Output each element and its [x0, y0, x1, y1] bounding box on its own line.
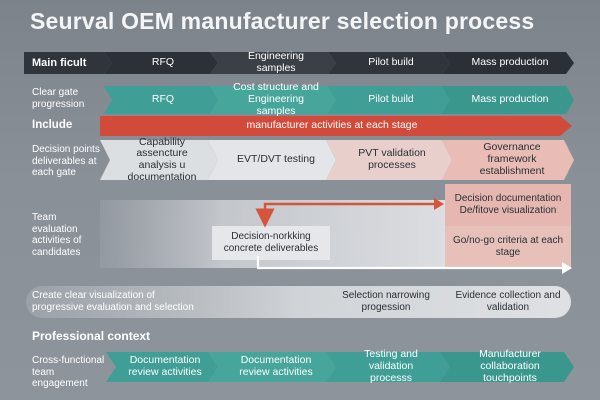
- center-deliverables-text: Decision-norkking concrete deliverables: [223, 231, 319, 254]
- row1-stage-chevron-2: [210, 52, 336, 74]
- context-chevron-4: [440, 352, 574, 382]
- row1-label: Main ficult: [32, 56, 87, 69]
- context-chevron-3: [326, 352, 450, 382]
- diagram-title: Seurval OEM manufacturer selection proce…: [30, 8, 535, 34]
- row4-stage-chevron-2: [208, 140, 336, 180]
- row2-stage-3: Pilot build: [368, 93, 414, 106]
- visualization-label: Create clear visualization of progressiv…: [32, 290, 194, 313]
- team-section-shapes: [100, 184, 572, 274]
- decision-doc-box: [445, 184, 571, 226]
- row4-stage-1: Capability assencture analysis u documen…: [127, 135, 197, 183]
- row2-label: Clear gate progression: [32, 87, 85, 110]
- row4-stage-chevron-1: [100, 140, 218, 180]
- row2-stage-chevron-2: [210, 86, 336, 114]
- context-item-3: Testing and validation processs: [364, 348, 418, 384]
- row2-stage-chevron-4: [442, 86, 574, 114]
- context-label: Cross-functional team engagement: [32, 355, 105, 389]
- stage-row-main-shapes: [24, 52, 574, 74]
- row4-stage-2: EVT/DVT testing: [236, 153, 315, 166]
- context-item-2: Documentation review activities: [239, 354, 313, 378]
- context-item-4: Manufacturer collaboration touchpoints: [479, 348, 541, 384]
- evidence-collection-text: Evidence collection and validation: [455, 290, 561, 313]
- selection-narrowing-text: Selection narrowing progession: [342, 290, 430, 313]
- progress-arrow: [256, 256, 562, 270]
- include-banner-text: manufacturer activities at each stage: [246, 119, 418, 132]
- row2-stage-2: Cost structure and Engineering samples: [233, 81, 319, 117]
- row1-stage-chevron-1: [104, 52, 218, 74]
- row2-stage-4: Mass production: [471, 93, 549, 106]
- include-banner-shape: [100, 116, 572, 136]
- row4-stage-3: PVT validation processes: [358, 147, 426, 171]
- row1-stage-3: Pilot build: [368, 56, 414, 69]
- context-row: Cross-functional team engagement Documen…: [0, 348, 600, 389]
- row4-stage-chevron-3: [326, 140, 452, 180]
- feedback-arrow-head-right: [434, 198, 444, 210]
- context-heading: Professional context: [32, 329, 151, 343]
- context-item-1: Documentation review activities: [128, 354, 202, 378]
- go-no-go-text: Go/no-go criteria at each stage: [452, 235, 564, 258]
- progress-arrow-head: [562, 262, 572, 274]
- row4-stage-4: Governance framework establishment: [479, 141, 545, 177]
- decision-row: Decision points deliverables at each gat…: [0, 135, 600, 183]
- decision-row-shapes: [100, 140, 574, 180]
- include-banner-arrow: [100, 116, 572, 136]
- stage-row-gates: Clear gate progression RFQ Cost structur…: [0, 81, 600, 117]
- row1-stage-chevron-3: [328, 52, 450, 74]
- row4-stage-chevron-4: [442, 140, 574, 180]
- go-no-go-box: [445, 226, 571, 268]
- context-row-shapes: [106, 352, 574, 382]
- row2-stage-chevron-1: [104, 86, 218, 114]
- include-row: Include manufacturer activities at each …: [0, 116, 600, 136]
- context-chevron-2: [208, 352, 336, 382]
- center-deliverables-box: [212, 226, 330, 260]
- row1-stage-2: Engineering samples: [247, 50, 305, 74]
- visualization-bar: [26, 286, 571, 318]
- row1-stage-chevron-4: [442, 52, 574, 74]
- decision-doc-text: Decision documentation De/fitove visuali…: [454, 193, 562, 216]
- row3-label: Include: [32, 119, 73, 131]
- context-chevron-1: [106, 352, 218, 382]
- stage-row-main: Main ficult RFQ Engineering samples Pilo…: [0, 50, 600, 74]
- team-label: Team evaluation activities of candidates: [32, 212, 82, 258]
- stage-row-gates-shapes: [104, 86, 574, 114]
- row1-stage-4: Mass production: [471, 56, 549, 69]
- row4-label: Decision points deliverables at each gat…: [32, 144, 100, 178]
- team-section: Team evaluation activities of candidates…: [0, 184, 600, 284]
- visualization-row-shapes: [26, 286, 571, 318]
- row2-stage-1: RFQ: [151, 93, 175, 106]
- row2-stage-chevron-3: [328, 86, 450, 114]
- visualization-row: Create clear visualization of progressiv…: [0, 286, 600, 318]
- row1-stage-1: RFQ: [151, 56, 175, 69]
- row1-label-chevron: [24, 52, 112, 74]
- feedback-arrow: [255, 202, 440, 228]
